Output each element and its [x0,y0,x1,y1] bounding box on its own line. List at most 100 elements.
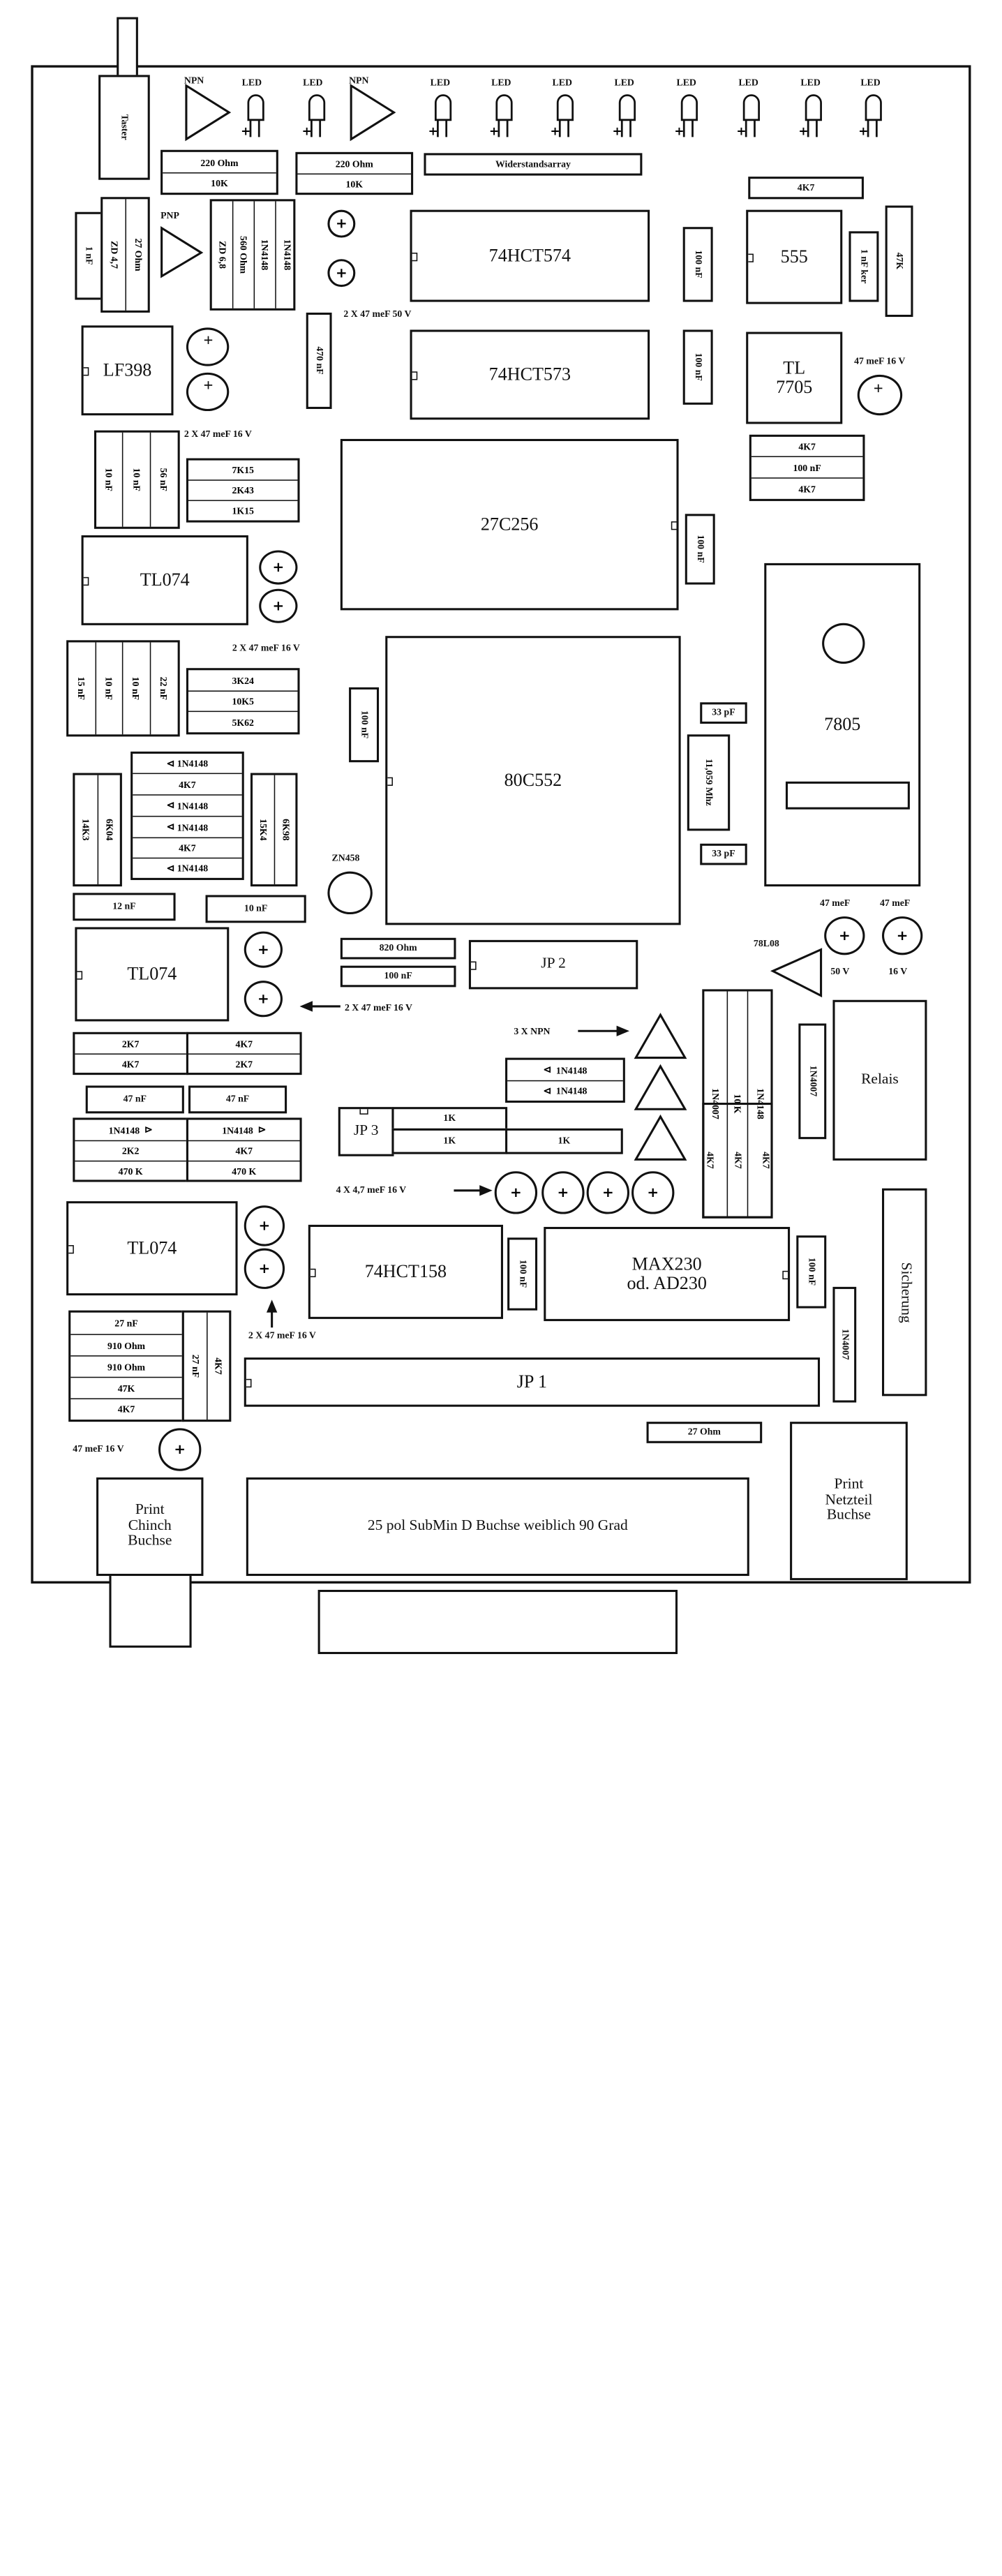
led-label: LED [738,77,758,88]
capacitor-100nf: 100 nF [796,1235,827,1309]
electrolytic-capacitor: + [882,916,923,955]
led-label: LED [241,77,262,88]
electrolytic-capacitor: + [824,916,865,955]
diode-1n4007-b: 1N4007 [832,1286,857,1403]
crystal-11059mhz: 11,059 Mhz [687,734,731,831]
jumper-jp3: JP 3 [338,1107,394,1156]
plus-sign: + [203,332,214,350]
diode-resistor-stack: ⊲ 1N4148 4K7 ⊲ 1N4148 ⊲ 1N4148 4K7 ⊲ 1N4… [130,751,244,880]
resistor-47k: 47K [885,205,913,318]
led-label: LED [430,77,451,88]
capacitor-33pf: 33 pF [700,843,747,865]
svg-text:+: + [858,124,868,137]
capacitor-100nf: 100 nF [340,965,456,988]
jumper-jp1: JP 1 [244,1357,821,1407]
svg-text:+: + [302,124,312,137]
power-socket: Print Netzteil Buchse [790,1422,908,1581]
led-label: LED [800,77,821,88]
jumper-jp2: JP 2 [468,939,638,990]
ic-27c256: 27C256 [340,438,679,611]
ic-74hct574: 74HCT574 [410,209,650,302]
capacitor-47nf: 47 nF [85,1085,184,1114]
svg-text:+: + [241,124,250,137]
led-icon: + [428,94,452,137]
cap-2x47-16v-label: 2 X 47 meF 16 V [248,1330,316,1341]
electrolytic-capacitor-large [186,327,230,366]
led-icon: + [798,94,822,137]
ic-80c552: 80C552 [385,636,681,925]
relay: Relais [832,999,927,1161]
ic-lf398: LF398 [81,325,174,416]
led-label: LED [676,77,696,88]
cap-4x47-label: 4 X 4,7 meF 16 V [336,1184,407,1195]
npn-transistor-5 [634,1114,687,1161]
electrolytic-capacitor: + [244,931,283,968]
led-label: LED [614,77,634,88]
ic-74hct573: 74HCT573 [410,329,650,420]
fuse-sicherung: Sicherung [882,1188,927,1397]
electrolytic-capacitor: + [631,1171,675,1214]
resistor-4k7-top: 4K7 [748,177,864,200]
capacitor-100nf: 100 nF [682,227,713,302]
capacitor-12nf: 12 nF [73,893,176,921]
led-label: LED [552,77,572,88]
resistor-1k: 1K [391,1128,508,1154]
npn-transistor-2 [350,83,396,142]
reference-zn458 [327,871,373,915]
heatsink-tab [785,781,910,810]
regulator-7805: 7805 [764,563,921,887]
plus-sign: + [203,376,214,396]
capacitor-100nf: 100 nF [685,514,715,585]
resistor-array: Widerstandsarray [424,153,643,176]
electrolytic-capacitor-large [186,372,230,412]
ic-tl074-3: TL074 [66,1201,238,1296]
capacitor-100nf: 100 nF [682,329,713,405]
resistor-1k: 1K [391,1107,508,1131]
push-button-taster: Taster [98,75,150,180]
pnp-transistor [160,225,204,278]
regulator-78l08 [770,948,823,998]
capacitor-100nf: 100 nF [349,687,380,763]
capacitor-100nf: 100 nF [507,1237,538,1311]
electrolytic-capacitor: + [244,1205,285,1246]
capacitor-1nf-ker: 1 nF ker [848,231,879,302]
cap-2x47-16v-label: 2 X 47 meF 16 V [232,642,300,653]
plus-sign: + [873,380,883,399]
zn458-label: ZN458 [331,852,360,863]
mounting-hole [822,623,865,664]
electrolytic-capacitor: + [244,981,283,1018]
resistor-27ohm: 27 Ohm [646,1422,763,1443]
subd-25-connector: 25 pol SubMin D Buchse weiblich 90 Grad [246,1477,749,1577]
capacitor-10nf: 10 nF [205,895,306,923]
resistor-1k: 1K [505,1128,623,1154]
pnp-label: PNP [160,209,179,221]
svg-text:+: + [612,124,622,137]
electrolytic-capacitor: + [327,259,356,288]
led-icon: + [489,94,513,137]
resistor-820ohm: 820 Ohm [340,937,456,960]
led-icon: + [858,94,882,137]
svg-text:+: + [798,124,808,137]
npn-label-2: NPN [349,75,369,86]
cap-47-16v-label: 47 meF 16 V [854,355,906,366]
led-icon: + [612,94,636,137]
capacitor-33pf: 33 pF [700,702,747,724]
capacitor-47nf: 47 nF [188,1085,287,1114]
led-label: LED [860,77,881,88]
electrolytic-capacitor: + [259,550,298,585]
electrolytic-capacitor-large [857,374,903,416]
electrolytic-capacitor: + [541,1171,585,1214]
electrolytic-capacitor: + [244,1248,285,1289]
capacitor-470nf: 470 nF [306,312,332,409]
